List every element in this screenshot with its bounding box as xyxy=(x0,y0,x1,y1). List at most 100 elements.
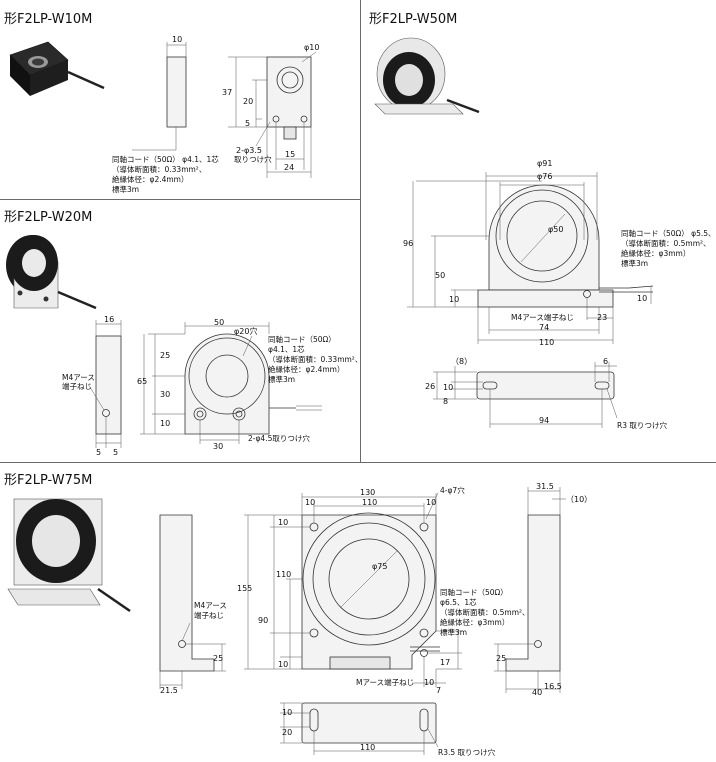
panel-w10m: 形F2LP-W10M 10 φ10 xyxy=(0,0,360,199)
w20m-mount: 2-φ4.5取りつけ穴 xyxy=(248,433,310,443)
dim-w75m-base110: 110 xyxy=(360,743,375,752)
dim-w75m-7: 7 xyxy=(436,686,441,695)
w75m-cord-4: 絶縁体径：φ3mm） xyxy=(440,617,509,627)
dim-w20m-side-a: 5 xyxy=(96,448,101,457)
dim-w75m-base10: 10 xyxy=(282,708,292,717)
title-w75m: 形F2LP-W75M xyxy=(4,473,93,488)
dim-w75m-10d: 10 xyxy=(278,660,288,669)
dim-w75m-10b: 10 xyxy=(426,498,436,507)
dim-w50m-10b: 10 xyxy=(443,383,453,392)
dim-w20m-width: 50 xyxy=(214,318,224,327)
dim-w20m-bottom: 10 xyxy=(160,419,170,428)
w75m-holes: 4-φ7穴 xyxy=(440,485,465,495)
panel-w50m: 形F2LP-W50M φ91 φ76 φ50 96 xyxy=(361,0,716,462)
dim-w75m-31-5: 31.5 xyxy=(536,482,554,491)
dim-w75m-75: φ75 xyxy=(372,562,387,571)
w20m-cord-5: 標準3m xyxy=(268,374,295,384)
w50m-mount: R3 取りつけ穴 xyxy=(617,420,667,430)
dim-w10m-thickness: 10 xyxy=(172,35,182,44)
dim-w75m-21-5: 21.5 xyxy=(160,686,178,695)
dim-w10m-width: 24 xyxy=(284,163,294,172)
title-w10m: 形F2LP-W10M xyxy=(4,12,93,27)
divider-left-middle xyxy=(0,199,360,200)
panel-w20m: 形F2LP-W20M xyxy=(0,200,362,462)
dim-w75m-25r: 25 xyxy=(496,654,506,663)
dim-w75m-10p: （10） xyxy=(566,495,592,504)
dim-w75m-base20: 20 xyxy=(282,728,292,737)
dim-w20m-top: 25 xyxy=(160,351,170,360)
dim-w75m-25l: 25 xyxy=(213,654,223,663)
w50m-earth: M4アース端子ねじ xyxy=(511,312,574,322)
dim-w50m-pitch: 23 xyxy=(597,313,607,322)
w75m-cord-1: 同軸コード（50Ω） xyxy=(440,587,508,597)
w75m-cord-5: 標準3m xyxy=(440,627,467,637)
drawing-w20m: 16 50 φ20穴 65 25 30 10 30 5 5 M4アース 端子ねじ… xyxy=(6,235,362,457)
dim-w50m-foot: 10 xyxy=(449,295,459,304)
w75m-earth: Mアース端子ねじ xyxy=(356,677,414,687)
product-photo-w20m xyxy=(6,235,97,310)
drawing-w50m: φ91 φ76 φ50 96 50 10 10 74 110 23 M4アース端… xyxy=(374,37,716,430)
dim-w75m-155: 155 xyxy=(237,584,252,593)
dim-w75m-10c: 10 xyxy=(278,518,288,527)
product-photo-w10m xyxy=(9,41,105,96)
dim-w20m-side-b: 5 xyxy=(113,448,118,457)
w50m-cord-1: 同軸コード（50Ω） φ5.5、1芯 xyxy=(621,228,716,238)
w10m-cord-4: 標準3m xyxy=(112,184,139,194)
dim-w10m-pitch: 15 xyxy=(285,150,295,159)
w50m-cord-3: 絶縁体径：φ3mm） xyxy=(621,248,690,258)
dim-w50m-ring: φ76 xyxy=(537,172,552,181)
w10m-cord-2: （導体断面積：0.33mm²、 xyxy=(112,164,206,174)
w20m-m4-1: M4アース xyxy=(62,373,95,382)
w50m-cord-4: 標準3m xyxy=(621,258,648,268)
w75m-cord-3: （導体断面積：0.5mm²、 xyxy=(440,607,530,617)
w75m-m4-1: M4アース xyxy=(194,601,227,610)
dim-w50m-6: 6 xyxy=(603,357,608,366)
dim-w10m-height: 37 xyxy=(222,88,232,97)
dim-w20m-hole: φ20穴 xyxy=(234,326,257,336)
dim-w50m-hole: φ50 xyxy=(548,225,563,234)
product-photo-w50m xyxy=(374,37,480,115)
dim-w75m-90: 90 xyxy=(258,616,268,625)
w20m-cord-1: 同軸コード（50Ω） xyxy=(268,334,336,344)
dim-w20m-thickness: 16 xyxy=(104,315,114,324)
divider-vertical xyxy=(360,0,361,462)
dim-w50m-8b: 8 xyxy=(443,397,448,406)
w20m-cord-2: φ4.1、1芯 xyxy=(268,344,305,354)
dim-w50m-26: 26 xyxy=(425,382,435,391)
dim-w75m-top-w: 130 xyxy=(360,488,375,497)
dim-w75m-40: 40 xyxy=(532,688,542,697)
dim-w50m-outer: φ91 xyxy=(537,159,552,168)
dim-w20m-mid: 30 xyxy=(160,390,170,399)
dim-w50m-height: 96 xyxy=(403,239,413,248)
dim-w20m-height: 65 xyxy=(137,377,147,386)
w10m-cord-3: 絶縁体径：φ2.4mm） xyxy=(112,174,189,184)
drawing-w10m: 10 φ10 37 20 5 2-φ3.5 取りつけ穴 15 24 同軸コード（… xyxy=(9,35,319,194)
divider-horizontal xyxy=(0,462,716,463)
dim-w10m-hole: φ10 xyxy=(304,43,319,52)
dim-w10m-mount: 2-φ3.5 xyxy=(236,146,262,155)
dim-w75m-17: 17 xyxy=(440,658,450,667)
dim-w50m-94: 94 xyxy=(539,416,549,425)
dim-w10m-center: 20 xyxy=(243,97,253,106)
title-w50m: 形F2LP-W50M xyxy=(369,12,458,27)
w75m-m4-2: 端子ねじ xyxy=(194,610,224,620)
drawing-w75m: M4アース 端子ねじ 25 21.5 130 110 10 10 4-φ7穴 xyxy=(7,482,592,757)
dim-w20m-pitch: 30 xyxy=(213,442,223,451)
w20m-cord-3: （導体断面積：0.33mm²、 xyxy=(268,354,362,364)
dim-w75m-10a: 10 xyxy=(305,498,315,507)
w20m-m4-2: 端子ねじ xyxy=(62,381,92,391)
dim-w50m-8a: （8） xyxy=(451,357,472,366)
panel-w75m: 形F2LP-W75M M4アース 端子ねじ 25 21.5 xyxy=(0,463,716,762)
w20m-cord-4: 絶縁体径：φ2.4mm） xyxy=(268,364,345,374)
dim-w10m-edge: 5 xyxy=(245,119,250,128)
dim-w75m-inner-w: 110 xyxy=(362,498,377,507)
dim-w50m-cord: 10 xyxy=(637,294,647,303)
dim-w75m-16-5: 16.5 xyxy=(544,682,562,691)
w10m-cord-1: 同軸コード（50Ω） φ4.1、1芯 xyxy=(112,154,219,164)
dim-w50m-center: 50 xyxy=(435,271,445,280)
title-w20m: 形F2LP-W20M xyxy=(4,210,93,225)
product-photo-w75m xyxy=(7,498,131,613)
dim-w10m-mount-label: 取りつけ穴 xyxy=(234,154,272,164)
dim-w75m-10e: 10 xyxy=(424,678,434,687)
dim-w75m-110v: 110 xyxy=(276,570,291,579)
